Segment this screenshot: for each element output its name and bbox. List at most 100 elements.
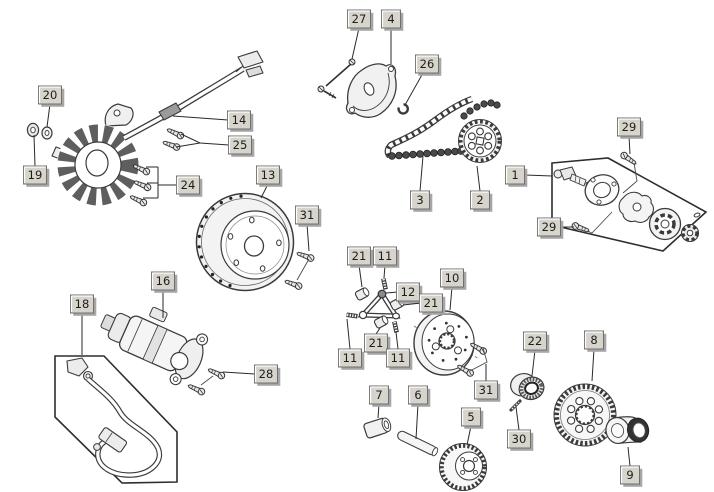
star-gear-teeth	[681, 224, 699, 242]
callout-spring-b: 11	[338, 318, 365, 370]
gear5-center-hole	[462, 459, 476, 473]
leader-line	[466, 425, 472, 446]
callout-collar: 9	[620, 446, 643, 487]
leader-line	[627, 446, 631, 467]
disc-holes	[431, 325, 462, 355]
motor-band	[142, 324, 168, 364]
callout-box	[584, 330, 604, 350]
leader-line	[449, 286, 453, 311]
callout-cover-screws: 27	[347, 9, 374, 60]
callout-chain: 3	[410, 155, 433, 212]
callout-box	[620, 465, 640, 485]
clutch-bolts	[455, 340, 489, 379]
callout-washer: 19	[23, 134, 50, 187]
callout-pump-kit: 1	[505, 165, 553, 187]
ring-gear	[553, 383, 617, 447]
chain-links	[385, 97, 473, 158]
timing-cover-group	[317, 58, 409, 118]
callout-number: 11	[391, 351, 406, 365]
pivot-top	[377, 289, 387, 299]
disc-center-hole	[438, 332, 456, 350]
gear8-spline	[575, 405, 595, 425]
roller-a	[354, 286, 371, 302]
sprocket-holes	[467, 127, 493, 155]
callout-number: 5	[467, 410, 474, 424]
leader-line	[402, 302, 422, 306]
callout-box	[408, 385, 428, 405]
callout-box	[523, 331, 547, 351]
harness-wire	[235, 65, 244, 73]
oil-pump-kit	[551, 150, 708, 252]
callout-number: 21	[369, 336, 384, 350]
callout-box	[415, 54, 439, 74]
callout-number: 24	[181, 178, 196, 192]
circlip	[397, 103, 409, 115]
stator-assembly	[51, 50, 264, 206]
leader-line	[524, 174, 553, 177]
callout-number: 21	[424, 296, 439, 310]
leader-line	[415, 403, 419, 440]
clutch-bolt-link	[469, 347, 488, 372]
screw-24c	[128, 192, 149, 208]
cover-screws	[317, 58, 356, 99]
bearing-race	[524, 381, 539, 395]
callout-clip: 26	[404, 54, 442, 106]
callout-number: 20	[43, 88, 58, 102]
callout-stator-screws: 25	[175, 133, 255, 157]
callout-number: 29	[542, 220, 557, 234]
leader-line	[175, 142, 201, 148]
callout-roller-b: 21	[402, 293, 446, 315]
callout-box	[256, 165, 280, 185]
harness-clamp	[158, 102, 182, 121]
callout-clamp: 14	[172, 110, 254, 132]
stator-coils	[57, 124, 139, 206]
callout-box	[70, 294, 94, 314]
callout-number: 11	[343, 351, 358, 365]
leader-line	[351, 27, 360, 60]
callout-box	[176, 175, 200, 195]
collar	[605, 416, 650, 445]
leader-line	[419, 155, 424, 192]
callout-number: 6	[414, 388, 421, 402]
leader-line	[404, 72, 424, 106]
callout-number: 21	[352, 249, 367, 263]
motor-boss	[170, 351, 189, 371]
callout-number: 14	[232, 113, 247, 127]
callout-number: 22	[528, 334, 543, 348]
stator-center-hole	[85, 149, 109, 177]
callout-needle-bearing: 22	[523, 331, 550, 377]
wiring-harness	[123, 67, 244, 140]
callout-bottom-screw: 29	[537, 217, 574, 239]
callout-box	[505, 165, 525, 185]
harness-connector	[237, 50, 264, 69]
fitting-thread	[569, 173, 587, 187]
callout-box	[419, 293, 443, 313]
callout-flywheel: 13	[256, 165, 283, 199]
callout-box	[228, 135, 252, 155]
shaft	[397, 430, 439, 457]
callout-number: 30	[512, 432, 527, 446]
callout-number: 3	[416, 193, 423, 207]
callout-box	[227, 110, 251, 130]
leader-line	[222, 371, 257, 375]
callout-box	[470, 190, 490, 210]
callout-number: 1	[511, 168, 518, 182]
flywheel-rim-dots	[197, 194, 243, 288]
cable-box	[54, 355, 178, 484]
callout-number: 25	[233, 138, 248, 152]
callout-driven-gear: 5	[461, 407, 484, 446]
callout-number: 18	[75, 297, 90, 311]
callout-clutch-bolts: 31	[474, 364, 501, 402]
leader-line	[346, 318, 351, 350]
screw-29-top	[618, 150, 639, 168]
gear8-holes	[566, 396, 604, 434]
screw-25a	[165, 125, 186, 141]
callout-pivot: 12	[385, 282, 423, 304]
callout-number: 19	[28, 168, 43, 182]
callout-roller-a: 21	[347, 246, 374, 288]
callout-shaft: 6	[408, 385, 431, 440]
screw-25b	[161, 138, 182, 152]
callout-box	[347, 9, 371, 29]
cover-hole-bottom	[349, 107, 355, 113]
